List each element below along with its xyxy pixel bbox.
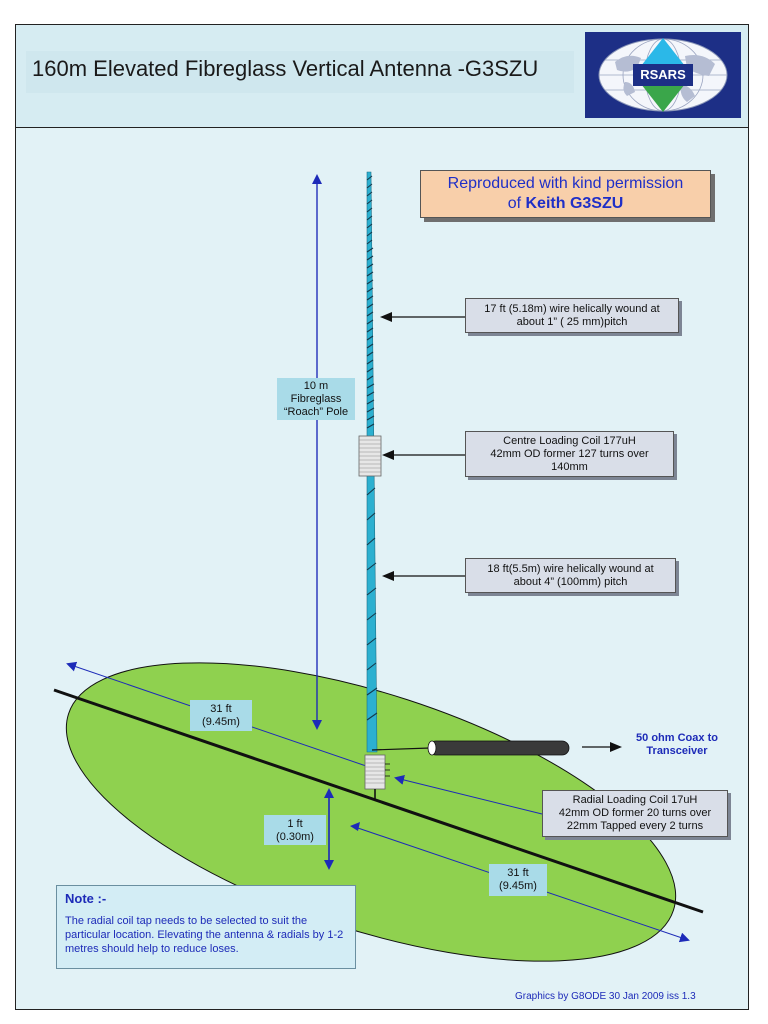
centre-coil-label: Centre Loading Coil 177uH 42mm OD former…	[465, 431, 674, 477]
upper-wire-label: 17 ft (5.18m) wire helically wound at ab…	[465, 298, 679, 333]
radial-right-line2: (9.45m)	[499, 880, 537, 892]
upper-wire-line2: about 1” ( 25 mm)pitch	[516, 316, 628, 328]
height-line1: 1 ft	[287, 818, 303, 830]
pole-label-line2: Fibreglass	[290, 393, 342, 405]
centre-loading-coil	[358, 435, 382, 477]
coax-line2: Transceiver	[646, 745, 708, 757]
permission-prefix: of	[507, 195, 526, 212]
lower-wire-line2: about 4” (100mm) pitch	[513, 576, 628, 588]
pole-label-line1: 10 m	[303, 380, 329, 392]
lower-wire-line1: 18 ft(5.5m) wire helically wound at	[487, 563, 654, 575]
title-background	[26, 51, 574, 93]
page-title: 160m Elevated Fibreglass Vertical Antenn…	[32, 56, 539, 81]
upper-helix-wire	[366, 175, 375, 429]
height-line2: (0.30m)	[276, 831, 314, 843]
upper-wire-line1: 17 ft (5.18m) wire helically wound at	[484, 303, 660, 315]
lower-wire-label: 18 ft(5.5m) wire helically wound at abou…	[465, 558, 676, 593]
radial-coil-line3: 22mm Tapped every 2 turns	[566, 820, 704, 832]
radial-wire	[53, 688, 704, 914]
radial-loading-coil	[364, 754, 390, 801]
centre-coil-line3: 140mm	[551, 461, 588, 473]
coax-cable	[428, 740, 570, 756]
lower-helix-wire	[366, 487, 378, 721]
rsars-logo: RSARS	[585, 32, 741, 118]
coax-label: 50 ohm Coax to Transceiver	[622, 732, 732, 758]
radial-coil-pointer	[394, 775, 543, 815]
radial-left-line2: (9.45m)	[202, 716, 240, 728]
note-heading: Note :-	[65, 891, 107, 906]
credit-line: Graphics by G8ODE 30 Jan 2009 iss 1.3	[515, 991, 696, 1002]
centre-coil-line1: Centre Loading Coil 177uH	[503, 435, 636, 447]
centre-coil-line2: 42mm OD former 127 turns over	[490, 448, 649, 460]
pole-label: 10 m Fibreglass “Roach” Pole	[277, 378, 355, 420]
radial-left-label: 31 ft (9.45m)	[190, 700, 252, 731]
coax-line1: 50 ohm Coax to	[636, 732, 718, 744]
height-label: 1 ft (0.30m)	[264, 815, 326, 845]
permission-name: Keith G3SZU	[525, 195, 624, 212]
permission-line1: Reproduced with kind permission	[447, 175, 684, 192]
radial-coil-label: Radial Loading Coil 17uH 42mm OD former …	[542, 790, 728, 837]
radial-coil-line2: 42mm OD former 20 turns over	[558, 807, 712, 819]
radial-coil-line1: Radial Loading Coil 17uH	[572, 794, 698, 806]
rsars-globe-logo-icon	[598, 38, 728, 112]
permission-box: Reproduced with kind permission of Keith…	[420, 170, 711, 218]
radial-right-label: 31 ft (9.45m)	[489, 864, 547, 896]
radial-right-line1: 31 ft	[507, 867, 529, 879]
logo-text: RSARS	[640, 67, 686, 82]
note-box: Note :- The radial coil tap needs to be …	[56, 885, 356, 969]
radial-left-line1: 31 ft	[210, 703, 232, 715]
note-body: The radial coil tap needs to be selected…	[65, 915, 344, 955]
pole-label-line3: “Roach” Pole	[283, 406, 349, 418]
